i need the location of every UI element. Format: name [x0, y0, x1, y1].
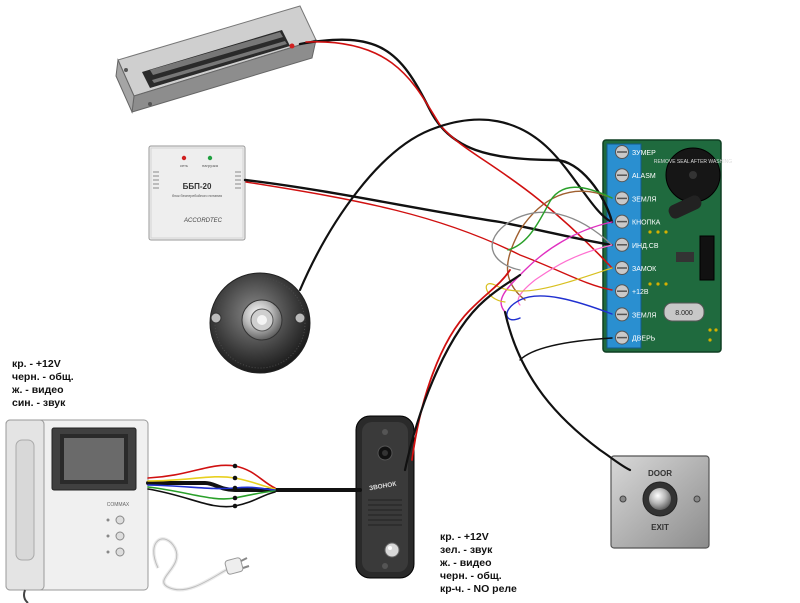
- intercom-brand: COMMAX: [107, 502, 130, 508]
- screw-icon: [382, 563, 388, 569]
- screw-icon: [294, 312, 306, 324]
- screw-icon: [619, 495, 627, 503]
- legend-line: черн. - общ.: [440, 570, 502, 582]
- legend-line: зел. - звук: [440, 544, 493, 556]
- wire-lock-red: [305, 41, 613, 269]
- terminal-row: ЗЕМЛЯ: [615, 191, 656, 206]
- call-button-label: ЗВОНОК: [369, 481, 397, 493]
- load-led: [207, 155, 213, 161]
- intercom-button[interactable]: [115, 547, 125, 557]
- terminal-row: ЗЕМЛЯ: [615, 307, 656, 322]
- terminal-label: ЗЕМЛЯ: [632, 312, 656, 319]
- legend-line: син. - звук: [12, 397, 66, 409]
- terminal-row: ИНД.СВ: [615, 237, 659, 252]
- psu-description: блок бесперебойного питания: [172, 194, 222, 198]
- legend-line: ж. - видео: [12, 384, 64, 396]
- legend-line: кр. - +12V: [440, 531, 489, 543]
- screw-icon: [693, 495, 701, 503]
- wire-exit-black-2: [519, 337, 613, 361]
- lock-indicator-led: [289, 43, 295, 49]
- psu-model-label: ББП-20: [183, 182, 212, 191]
- psu-brand-logo: ACCORDTEC: [183, 218, 223, 224]
- wire-green: [507, 186, 613, 251]
- terminal-label: ИНД.СВ: [632, 243, 659, 250]
- wire-psu-black: [243, 178, 614, 247]
- terminal-row: КНОПКА: [615, 214, 661, 229]
- terminal-label: КНОПКА: [632, 220, 661, 227]
- wire-magenta: [500, 221, 613, 313]
- terminal-label: +12В: [632, 289, 649, 296]
- terminal-row: ALASM: [615, 168, 656, 183]
- legend-line: кр-ч. - NO реле: [440, 583, 517, 595]
- wires: [146, 38, 632, 509]
- wire-panel-black: [403, 273, 522, 472]
- wire-blue: [506, 295, 613, 321]
- psu-led-right-label: нагрузка: [202, 163, 219, 168]
- legend-line: кр. - +12V: [12, 358, 61, 370]
- handset: [15, 439, 35, 561]
- terminal-label: ЗЕМЛЯ: [632, 196, 656, 203]
- terminal-row: ДВЕРЬ: [615, 330, 656, 345]
- electromagnetic-lock: [115, 5, 317, 114]
- exit-button-panel: DOOR EXIT: [610, 455, 710, 549]
- wire-reader-gray: [491, 211, 613, 271]
- terminal-row: ЗАМОК: [615, 261, 657, 275]
- terminal-label: ЗУМЕР: [632, 150, 656, 157]
- legend-line: черн. - общ.: [12, 371, 74, 383]
- exit-button[interactable]: [649, 488, 671, 510]
- call-panel: ЗВОНОК: [355, 415, 415, 579]
- crystal-oscillator: [663, 302, 705, 322]
- call-button[interactable]: [384, 542, 400, 558]
- terminal-label: ALASM: [632, 173, 656, 180]
- terminal-label: ДВЕРЬ: [632, 336, 656, 343]
- legend-line: ж. - видео: [440, 557, 492, 569]
- exit-panel-top-label: DOOR: [648, 469, 672, 478]
- call-panel-wire-legend: кр. - +12V зел. - звук ж. - видео черн. …: [440, 531, 517, 596]
- ic-chip: [699, 235, 715, 281]
- psu-led-left-label: сеть: [180, 163, 188, 168]
- terminal-label: ЗАМОК: [632, 266, 657, 273]
- screw-icon: [382, 429, 388, 435]
- exit-panel-bottom-label: EXIT: [651, 523, 669, 532]
- wire-exit-black: [503, 310, 632, 472]
- access-controller-board: ЗУМЕР ALASM ЗЕМЛЯ КНОПКА ИНД.СВ ЗАМОК +12В ЗЕМЛ…: [602, 139, 732, 353]
- key-reader: [209, 272, 311, 374]
- mains-led: [181, 155, 187, 161]
- wire-pink: [517, 244, 613, 306]
- power-plug: [224, 557, 250, 575]
- wire-reader-brown: [506, 190, 613, 301]
- screw-icon: [210, 312, 222, 324]
- terminal-row: ЗУМЕР: [615, 145, 656, 159]
- intercom-monitor: COMMAX: [5, 419, 149, 603]
- intercom-button[interactable]: [115, 531, 125, 541]
- buzzer-label: REMOVE SEAL AFTER WASHING: [654, 159, 732, 165]
- intercom-button[interactable]: [115, 515, 125, 525]
- wire-reader-black: [298, 118, 614, 292]
- crystal-label: 8.000: [675, 310, 693, 317]
- intercom-wire-legend: кр. - +12V черн. - общ. ж. - видео син. …: [12, 358, 74, 410]
- power-supply-unit: сеть нагрузка ББП-20 блок бесперебойного…: [148, 145, 246, 241]
- wire-psu-red: [245, 181, 613, 291]
- terminal-row: +12В: [615, 284, 649, 299]
